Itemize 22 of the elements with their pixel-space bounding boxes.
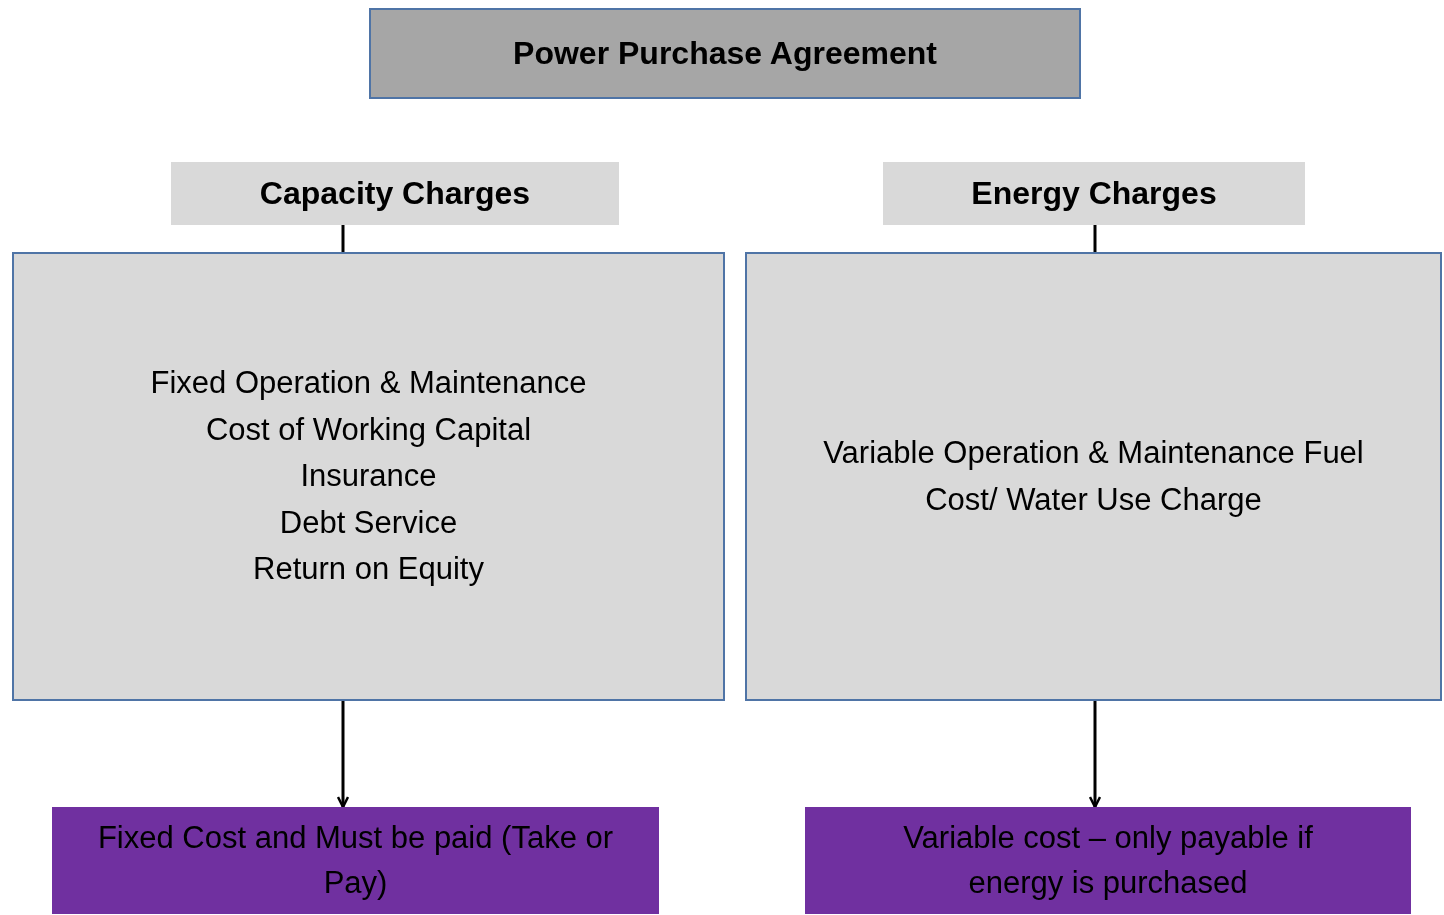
- connector-line: [341, 225, 345, 252]
- result-box: [805, 807, 1411, 914]
- result-text: Fixed Cost and Must be paid (Take or Pay): [96, 818, 615, 902]
- category-heading: Energy Charges: [971, 174, 1217, 214]
- charge-item: Return on Equity: [253, 550, 484, 589]
- charge-item: Variable Operation & Maintenance Fuel Cost/ Water Use Charge: [822, 434, 1365, 519]
- category-heading: Capacity Charges: [259, 174, 531, 214]
- detail-box: [745, 252, 1442, 701]
- arrow: [1088, 701, 1102, 809]
- detail-box: [12, 252, 725, 701]
- title-box: [369, 8, 1081, 99]
- category-box: [171, 162, 619, 225]
- charge-item: Debt Service: [279, 503, 458, 542]
- charge-item: Fixed Operation & Maintenance: [150, 364, 587, 403]
- arrow: [336, 701, 350, 809]
- title: Power Purchase Agreement: [513, 34, 937, 74]
- connector-line: [1093, 225, 1097, 252]
- charge-item: Cost of Working Capital: [205, 410, 532, 449]
- result-text: Variable cost – only payable if energy is purchased: [902, 818, 1314, 902]
- category-box: [883, 162, 1305, 225]
- result-box: [52, 807, 659, 914]
- charge-item: Insurance: [300, 457, 437, 496]
